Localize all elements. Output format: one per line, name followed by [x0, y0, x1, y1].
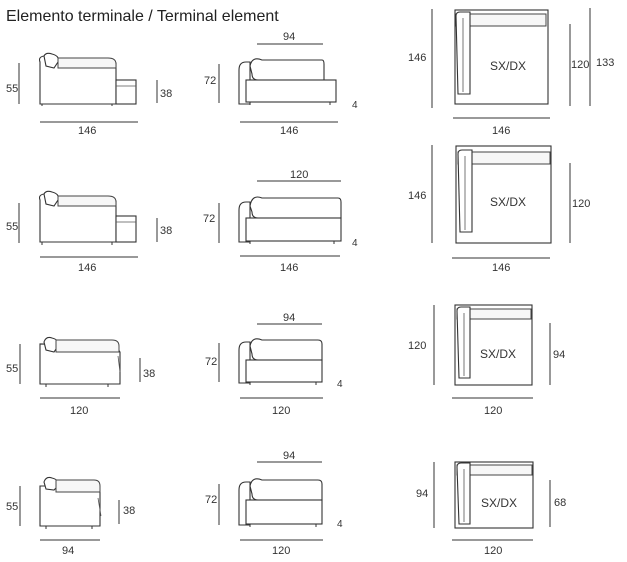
row-4: 55 38 94 94 72 4 120 — [6, 450, 566, 557]
plan-width-label: 146 — [492, 262, 510, 274]
front-width-label: 120 — [272, 405, 290, 417]
plan-label: SX/DX — [490, 195, 526, 209]
front-width-label: 146 — [280, 262, 298, 274]
side-width-label: 94 — [62, 545, 74, 557]
plan-view-4: 94 SX/DX 68 120 — [416, 461, 566, 557]
side-height-label: 55 — [6, 221, 18, 233]
side-arm-label: 38 — [160, 88, 172, 100]
plan-inner-label: 120 — [571, 59, 589, 71]
side-height-label: 55 — [6, 501, 18, 513]
side-arm-label: 38 — [143, 368, 155, 380]
front-seat-label: 120 — [290, 169, 308, 181]
front-width-label: 146 — [280, 125, 298, 137]
front-view-3: 94 72 4 120 — [205, 312, 343, 417]
front-view-2: 120 72 4 146 — [203, 169, 358, 274]
front-height-label: 72 — [205, 356, 217, 368]
side-width-label: 146 — [78, 125, 96, 137]
front-seat-label: 94 — [283, 31, 295, 43]
plan-width-label: 146 — [492, 125, 510, 137]
side-width-label: 120 — [70, 405, 88, 417]
plan-width-label: 120 — [484, 405, 502, 417]
plan-label: SX/DX — [481, 496, 517, 510]
side-width-label: 146 — [78, 262, 96, 274]
side-height-label: 55 — [6, 363, 18, 375]
plan-view-3: 120 SX/DX 94 120 — [408, 304, 565, 417]
front-seat-label: 94 — [283, 312, 295, 324]
plan-depth-label: 94 — [416, 488, 428, 500]
plan-width-label: 120 — [484, 545, 502, 557]
row-2: 55 38 146 120 72 4 146 — [6, 145, 590, 274]
page-title: Elemento terminale / Terminal element — [6, 8, 279, 25]
plan-depth-label: 120 — [408, 340, 426, 352]
front-tag: 4 — [352, 100, 358, 111]
side-arm-label: 38 — [160, 225, 172, 237]
plan-depth-label: 146 — [408, 190, 426, 202]
side-height-label: 55 — [6, 83, 18, 95]
plan-inner-label: 68 — [554, 497, 566, 509]
side-view-2: 55 38 146 — [6, 190, 172, 274]
plan-label: SX/DX — [480, 347, 516, 361]
front-height-label: 72 — [205, 494, 217, 506]
side-arm-label: 38 — [123, 505, 135, 517]
plan-view-1: 146 SX/DX 120 133 146 — [408, 8, 614, 137]
plan-view-2: 146 SX/DX 120 146 — [408, 145, 590, 274]
plan-label: SX/DX — [490, 59, 526, 73]
front-height-label: 72 — [204, 75, 216, 87]
side-view-3: 55 38 120 — [6, 336, 155, 417]
plan-inner-label: 120 — [572, 198, 590, 210]
side-view-1: 55 38 146 — [6, 52, 172, 137]
row-3: 55 38 120 94 72 4 120 — [6, 304, 565, 417]
front-seat-label: 94 — [283, 450, 295, 462]
plan-depth-label: 146 — [408, 52, 426, 64]
front-tag: 4 — [352, 238, 358, 249]
front-view-4: 94 72 4 120 — [205, 450, 343, 557]
front-view-1: 94 72 4 146 — [204, 31, 358, 137]
front-tag: 4 — [337, 379, 343, 390]
front-height-label: 72 — [203, 213, 215, 225]
front-width-label: 120 — [272, 545, 290, 557]
plan-outer-label: 133 — [596, 57, 614, 69]
front-tag: 4 — [337, 519, 343, 530]
row-1: 55 38 146 94 72 4 146 — [6, 8, 614, 137]
side-view-4: 55 38 94 — [6, 476, 135, 557]
plan-inner-label: 94 — [553, 349, 565, 361]
